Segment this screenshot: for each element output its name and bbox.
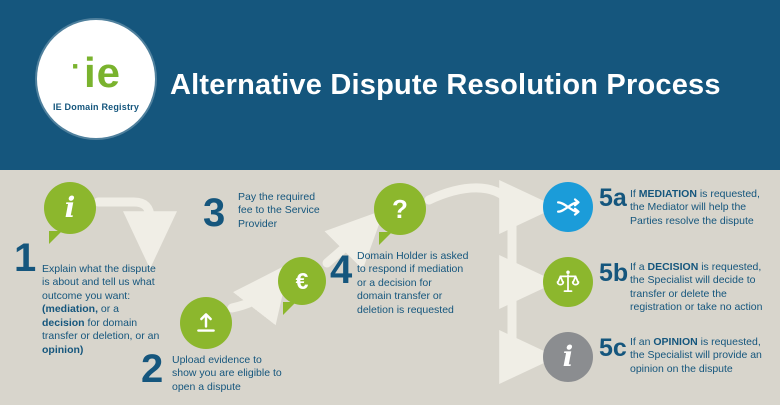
step2-number: 2 bbox=[141, 347, 164, 391]
step5c-text: If an OPINION is requested, the Speciali… bbox=[630, 336, 762, 375]
info-glyph: i bbox=[562, 340, 574, 373]
step3-text: Pay the required fee to the Service Prov… bbox=[238, 191, 320, 230]
upload-arrow-glyph bbox=[197, 313, 215, 332]
header-band: ie IE Domain Registry Alternative Disput… bbox=[0, 0, 780, 170]
step1-text: Explain what the dispute is about and te… bbox=[42, 263, 160, 356]
euro-speech-bubble-icon: € bbox=[278, 257, 326, 315]
ie-logo-name: IE Domain Registry bbox=[52, 102, 140, 112]
step4-text: Domain Holder is asked to respond if med… bbox=[357, 250, 469, 316]
euro-glyph: € bbox=[295, 267, 309, 294]
step5a-number: 5a bbox=[599, 184, 627, 212]
step5b-text: If a DECISION is requested, the Speciali… bbox=[630, 261, 763, 314]
step3-number: 3 bbox=[203, 191, 226, 235]
mediation-shuffle-icon bbox=[543, 182, 593, 232]
ie-logo-mark: ie bbox=[71, 52, 121, 94]
shuffle-arrows-glyph bbox=[556, 198, 580, 216]
step1-number: 1 bbox=[14, 236, 37, 280]
opinion-info-icon: i bbox=[543, 332, 593, 382]
speech-bubble-tail bbox=[379, 232, 392, 245]
speech-bubble-tail bbox=[283, 302, 296, 315]
step5c-number: 5c bbox=[599, 334, 627, 362]
question-speech-bubble-icon: ? bbox=[374, 183, 426, 245]
upload-icon bbox=[180, 297, 232, 349]
step5a-text: If MEDIATION is requested, the Mediator … bbox=[630, 188, 760, 227]
arrow-step2-to-step3 bbox=[227, 263, 290, 326]
speech-bubble-tail bbox=[49, 231, 62, 244]
info-glyph: i bbox=[64, 191, 76, 224]
ie-domain-registry-logo: ie IE Domain Registry bbox=[37, 20, 155, 138]
decision-scales-icon bbox=[543, 257, 593, 307]
info-speech-bubble-icon: i bbox=[44, 182, 96, 244]
flow-arrows bbox=[93, 180, 557, 384]
scales-glyph bbox=[556, 270, 580, 292]
page-title: Alternative Dispute Resolution Process bbox=[170, 68, 721, 101]
step5b-number: 5b bbox=[599, 259, 629, 287]
arrow-step1-to-step2 bbox=[93, 197, 177, 269]
arrow-step3-to-step4 bbox=[322, 209, 385, 270]
question-glyph: ? bbox=[392, 194, 408, 224]
step4-number: 4 bbox=[330, 248, 353, 292]
step2-text: Upload evidence to show you are eligible… bbox=[172, 354, 282, 393]
